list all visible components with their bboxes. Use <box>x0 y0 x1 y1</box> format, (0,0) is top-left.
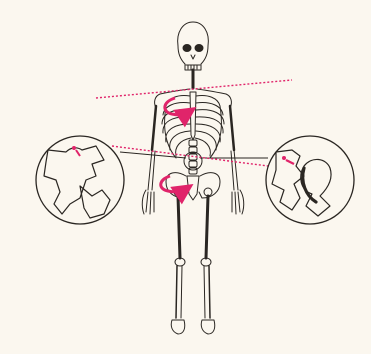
left-joint-detail <box>36 136 124 224</box>
right-joint-detail <box>266 136 354 224</box>
